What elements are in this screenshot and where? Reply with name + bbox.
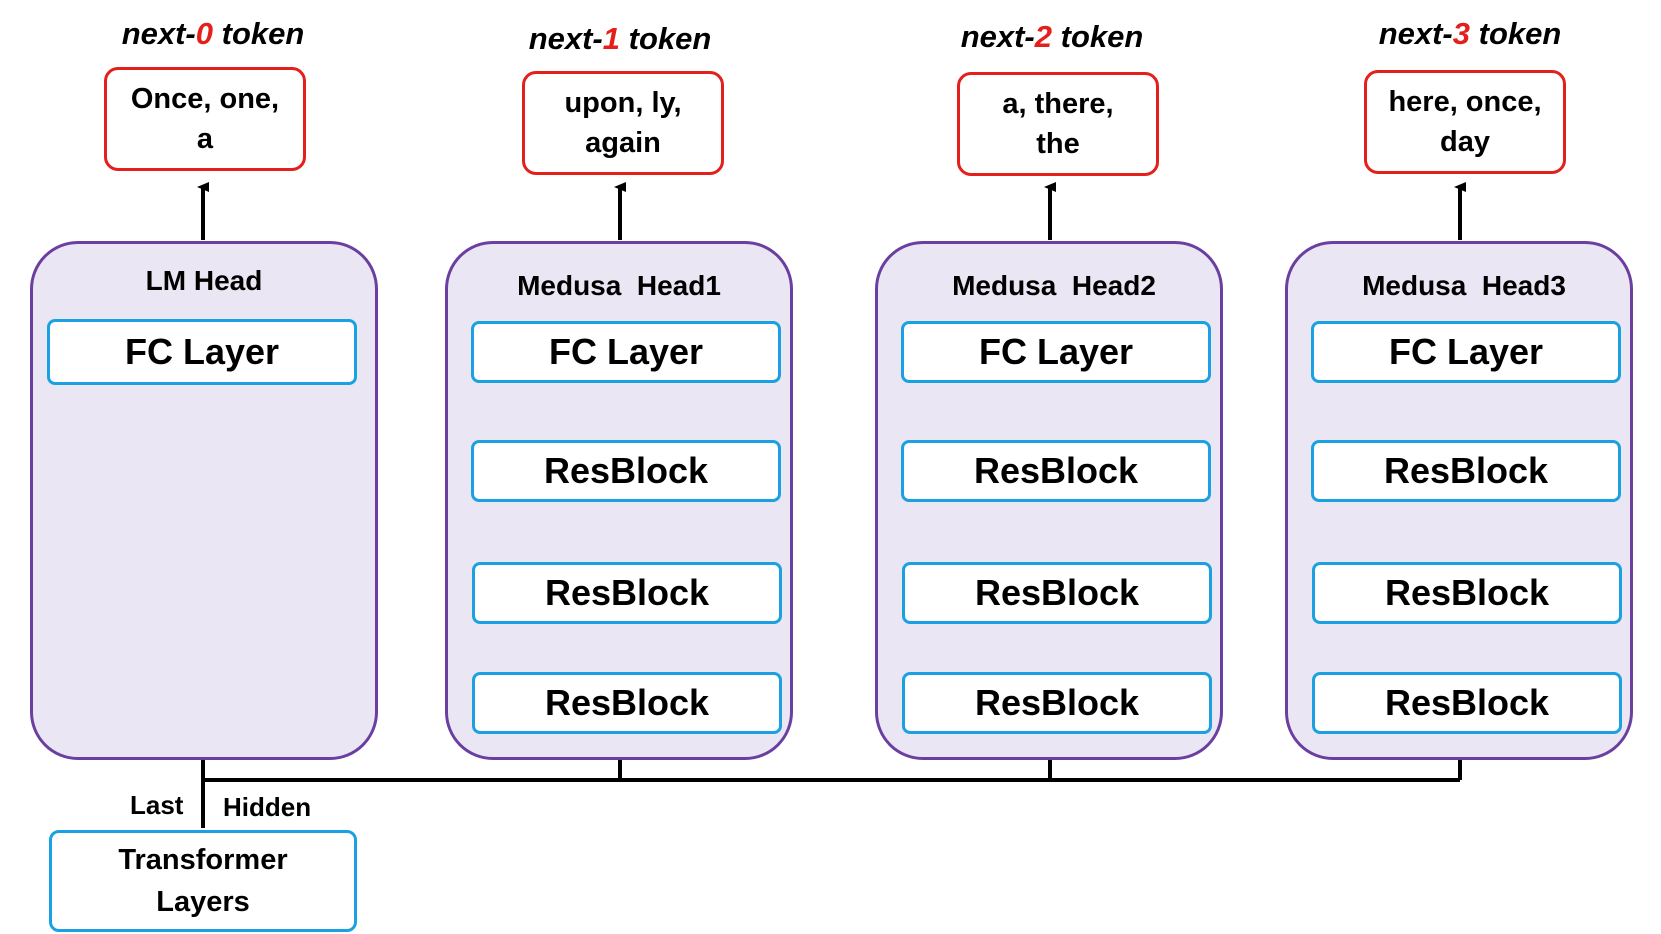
medusa-head-3-label: Medusa Head3 [1362,270,1566,301]
token-title-num: 3 [1452,16,1471,51]
hidden-label-left: Last [130,790,184,820]
token-candidates: Once, one, a [130,83,280,155]
token-title-suffix: token [1470,16,1562,51]
token-box-2: a, there, the [957,72,1159,176]
token-candidates: a, there, the [1002,88,1114,160]
token-title-suffix: token [620,21,712,56]
token-title-2: next-2 token [942,19,1162,55]
token-title-suffix: token [1052,19,1144,54]
medusa-head-2-resblock-2: ResBlock [902,562,1212,624]
token-candidates: upon, ly, again [564,87,682,159]
token-title-0: next-0 token [103,16,323,52]
medusa-head-1-fc-layer: FC Layer [471,321,781,383]
token-box-0: Once, one, a [104,67,306,171]
token-title-1: next-1 token [510,21,730,57]
medusa-head-3-resblock-3: ResBlock [1312,672,1622,734]
medusa-head-2-resblock-3: ResBlock [902,672,1212,734]
token-title-num: 2 [1034,19,1053,54]
token-title-prefix: next- [960,19,1035,54]
token-box-3: here, once, day [1364,70,1566,174]
medusa-head-2-label: Medusa Head2 [952,270,1156,301]
token-title-3: next-3 token [1360,16,1580,52]
medusa-head-1-resblock-3: ResBlock [472,672,782,734]
token-title-num: 1 [602,21,621,56]
transformer-layers-box: Transformer Layers [49,830,357,932]
medusa-head-2-fc-layer: FC Layer [901,321,1211,383]
medusa-head-2-resblock-1: ResBlock [901,440,1211,502]
transformer-layers-label: Transformer Layers [118,844,288,918]
token-title-suffix: token [213,16,305,51]
hidden-label-right: Hidden [223,792,312,822]
medusa-head-1-resblock-2: ResBlock [472,562,782,624]
medusa-head-3-resblock-1: ResBlock [1311,440,1621,502]
token-title-prefix: next- [1378,16,1453,51]
medusa-head-3-fc-layer: FC Layer [1311,321,1621,383]
token-title-prefix: next- [121,16,196,51]
medusa-head-1-label: Medusa Head1 [517,270,721,301]
token-box-1: upon, ly, again [522,71,724,175]
token-title-num: 0 [195,16,214,51]
token-candidates: here, once, day [1388,86,1542,158]
lm-head-fc-layer: FC Layer [47,319,357,385]
token-title-prefix: next- [528,21,603,56]
medusa-head-3-resblock-2: ResBlock [1312,562,1622,624]
medusa-head-1-resblock-1: ResBlock [471,440,781,502]
lm-head-label: LM Head [145,265,263,296]
